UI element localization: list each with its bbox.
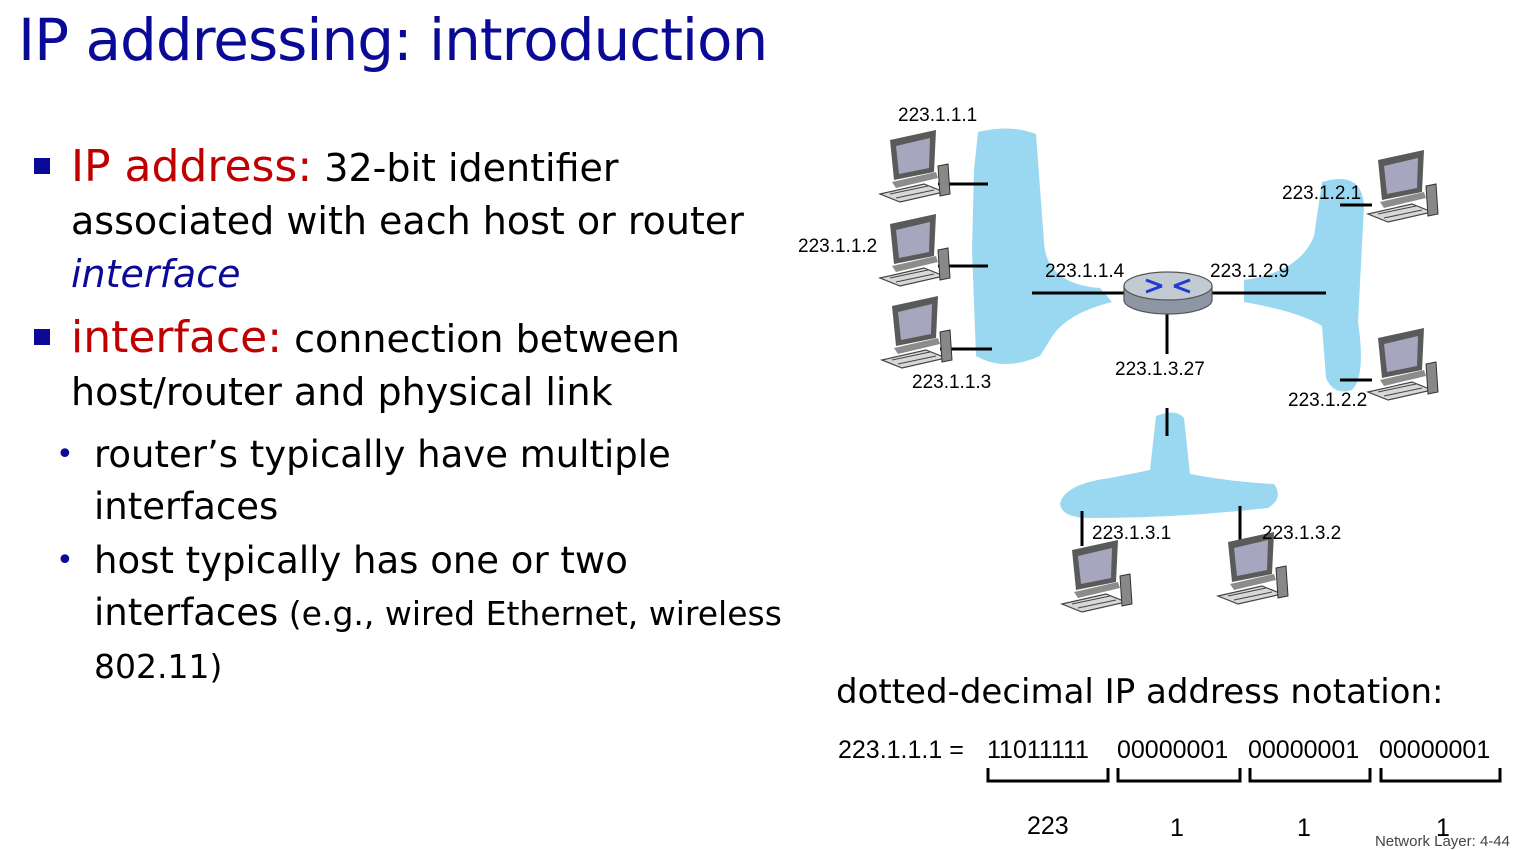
label-223-1-1-1: 223.1.1.1 bbox=[898, 105, 977, 126]
label-223-1-2-1: 223.1.2.1 bbox=[1282, 183, 1361, 204]
bracket-byte-4 bbox=[1379, 768, 1502, 783]
dot-bullet-icon: • bbox=[56, 543, 74, 578]
bullet-text: 32-bit identifier associated with each h… bbox=[71, 146, 744, 243]
binary-byte-2: 00000001 bbox=[1117, 736, 1228, 764]
binary-byte-1: 11011111 bbox=[987, 736, 1089, 764]
bullet-list: IP address: 32-bit identifier associated… bbox=[34, 140, 794, 693]
slide-footer: Network Layer: 4-44 bbox=[1374, 833, 1510, 850]
decimal-byte-3: 1 bbox=[1297, 814, 1311, 842]
slide-title: IP addressing: introduction bbox=[18, 6, 768, 74]
host-computer-icon bbox=[881, 295, 953, 369]
bracket-byte-3 bbox=[1248, 768, 1372, 783]
decimal-byte-1: 223 bbox=[1027, 812, 1069, 840]
square-bullet-icon bbox=[34, 329, 50, 345]
sub-bullet-host: • host typically has one or two interfac… bbox=[34, 535, 794, 693]
router-icon bbox=[1123, 271, 1213, 315]
host-computer-icon bbox=[1061, 539, 1133, 613]
decimal-byte-4: 1 bbox=[1436, 814, 1450, 842]
binary-byte-4: 00000001 bbox=[1379, 736, 1490, 764]
label-223-1-2-9: 223.1.2.9 bbox=[1210, 261, 1289, 282]
sub-bullet-text: host typically has one or two interfaces bbox=[94, 539, 628, 634]
emph-interface: interface bbox=[71, 252, 241, 296]
term-interface: interface: bbox=[71, 312, 283, 363]
bracket-byte-1 bbox=[986, 768, 1110, 783]
label-223-1-1-3: 223.1.1.3 bbox=[912, 372, 991, 393]
bullet-text: connection between host/router and physi… bbox=[71, 317, 680, 414]
label-223-1-1-2: 223.1.1.2 bbox=[798, 236, 877, 257]
subnet-3-link bbox=[1060, 412, 1278, 518]
decimal-byte-2: 1 bbox=[1170, 814, 1184, 842]
label-223-1-2-2: 223.1.2.2 bbox=[1288, 390, 1367, 411]
sub-bullet-example: (e.g., wired Ethernet, wireless 802.11) bbox=[94, 594, 782, 686]
label-223-1-1-4: 223.1.1.4 bbox=[1045, 261, 1125, 282]
label-223-1-3-27: 223.1.3.27 bbox=[1115, 359, 1205, 380]
bullet-interface: interface: connection between host/route… bbox=[34, 311, 794, 419]
dot-bullet-icon: • bbox=[56, 437, 74, 472]
binary-byte-3: 00000001 bbox=[1248, 736, 1359, 764]
host-computer-icon bbox=[879, 129, 951, 203]
label-223-1-3-2: 223.1.3.2 bbox=[1262, 523, 1341, 544]
host-computer-icon bbox=[1367, 327, 1439, 401]
subnet-1-link bbox=[972, 128, 1112, 364]
address-equals: 223.1.1.1 = bbox=[838, 736, 964, 764]
label-223-1-3-1: 223.1.3.1 bbox=[1092, 523, 1171, 544]
bullet-ip-address: IP address: 32-bit identifier associated… bbox=[34, 140, 794, 301]
notation-title: dotted-decimal IP address notation: bbox=[836, 672, 1444, 712]
bracket-byte-2 bbox=[1116, 768, 1242, 783]
sub-bullet-router: • router’s typically have multiple inter… bbox=[34, 429, 794, 533]
sub-bullet-text: router’s typically have multiple interfa… bbox=[94, 433, 671, 528]
host-computer-icon bbox=[1367, 149, 1439, 223]
subnet-2-link bbox=[1244, 179, 1364, 392]
term-ip-address: IP address: bbox=[71, 141, 313, 192]
square-bullet-icon bbox=[34, 158, 50, 174]
host-computer-icon bbox=[879, 213, 951, 287]
